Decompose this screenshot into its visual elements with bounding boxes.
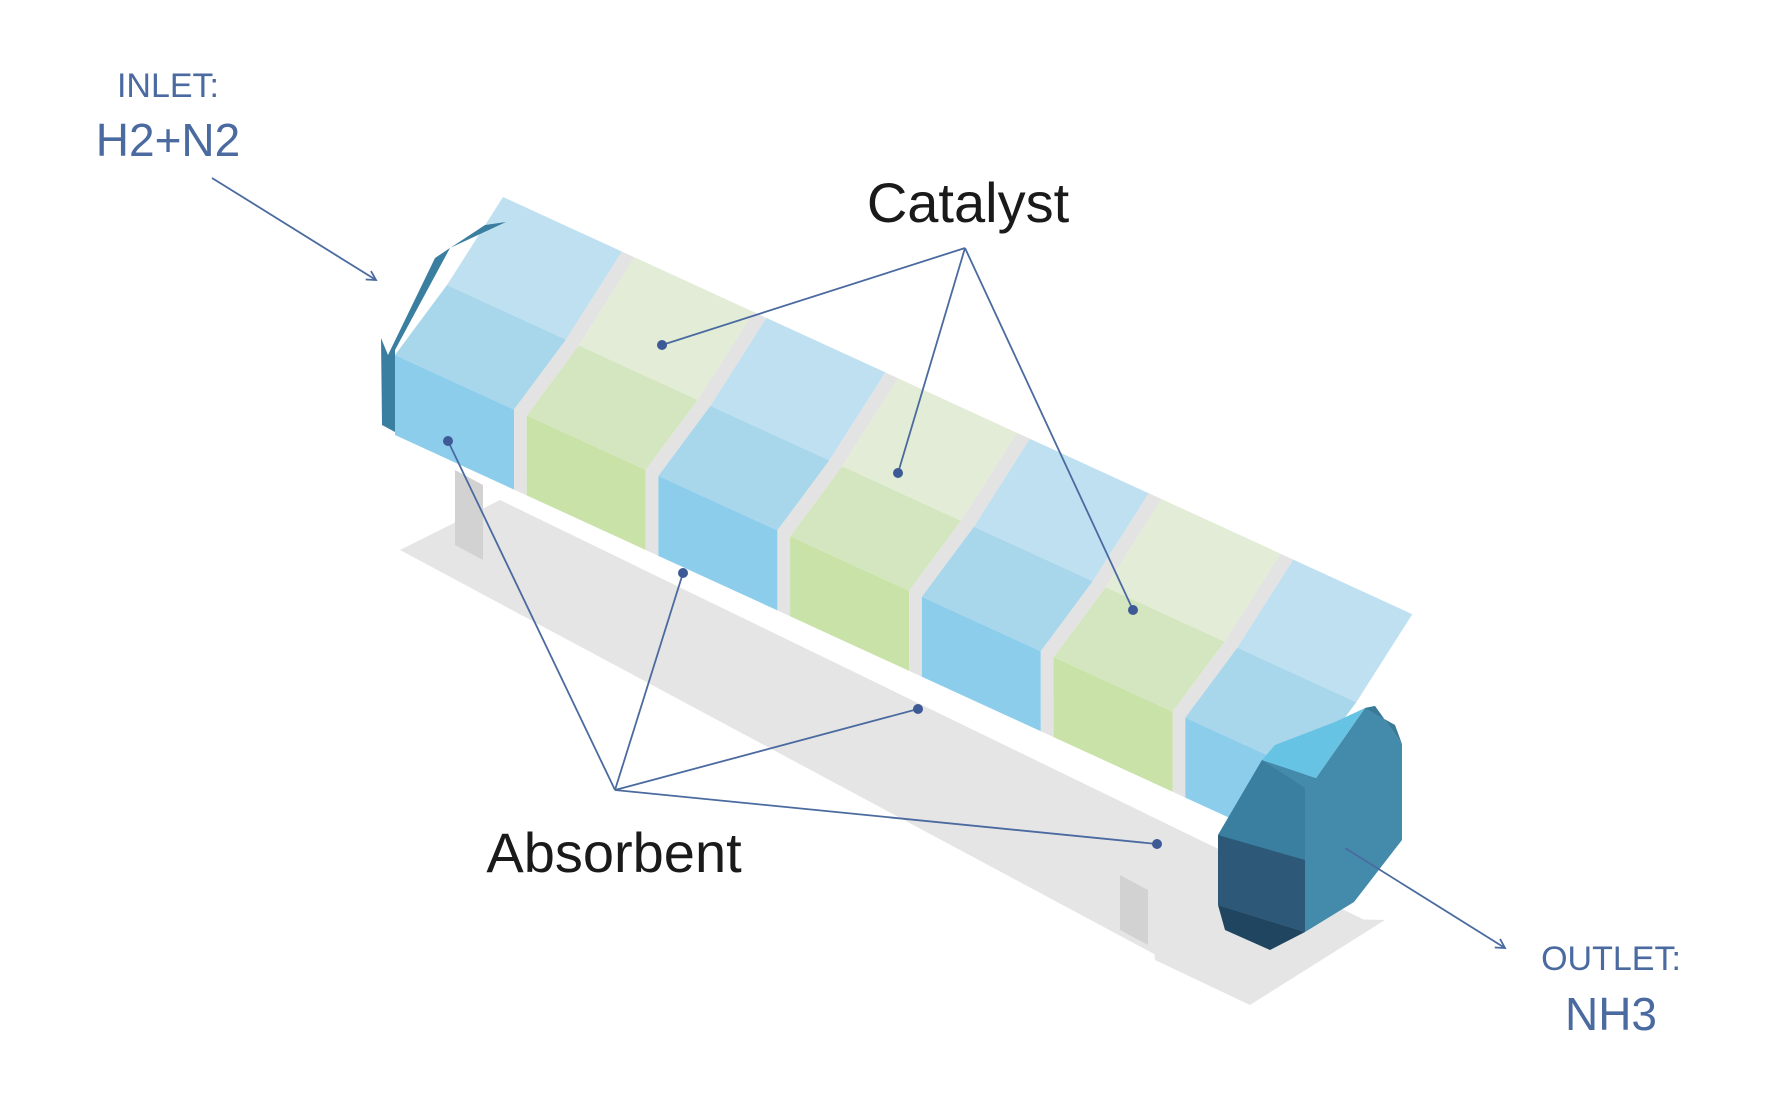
absorbent-segment-1-upper-face — [395, 285, 566, 410]
absorbent-segment-7-top-face — [1237, 559, 1413, 703]
catalyst-segment-4-side-face — [790, 536, 910, 671]
absorbent-callouts — [447, 440, 1158, 845]
catalyst-label: Catalyst — [867, 171, 1070, 234]
absorbent-segment-5-upper-face — [921, 526, 1093, 652]
inlet-flow-arrow — [211, 177, 378, 281]
separator-1 — [514, 251, 635, 496]
separator-6 — [1172, 553, 1294, 798]
absorbent-label: Absorbent — [486, 821, 742, 884]
catalyst-segment-6-upper-face — [1053, 587, 1225, 712]
catalyst-callouts — [661, 247, 1134, 611]
outlet-title: OUTLET: — [1541, 940, 1681, 978]
catalyst-segment-4-upper-face — [790, 466, 962, 591]
catalyst-segment-4-top-face — [842, 378, 1018, 521]
inlet-title: INLET: — [117, 67, 219, 105]
outlet-cap-top-facet — [1262, 708, 1365, 778]
catalyst-segment-2-side-face — [526, 415, 646, 550]
outlet-cap-bottom-facet — [1218, 905, 1305, 950]
catalyst-segment-2-upper-face — [526, 345, 698, 470]
inlet-end-cap — [381, 248, 450, 432]
separator-5 — [1040, 493, 1162, 738]
outlet-cap-upper-right-facet — [1365, 706, 1402, 744]
outlet-flow-arrow — [1344, 847, 1507, 949]
absorbent-segment-5-side-face — [921, 596, 1041, 732]
absorbent-segment-3-upper-face — [658, 405, 830, 531]
reactor-tube-body — [395, 197, 1413, 853]
absorbent-segment-3-top-face — [710, 317, 886, 461]
callout-dots — [443, 340, 1162, 849]
absorbent-segment-1-top-face — [447, 197, 622, 340]
catalyst-segment-6-top-face — [1105, 499, 1281, 642]
absorbent-segment-3-side-face — [658, 475, 778, 611]
outlet-cap-left-facet — [1218, 760, 1305, 860]
separator-2 — [645, 312, 767, 556]
outlet-value: NH3 — [1565, 988, 1657, 1040]
support-leg-left — [455, 470, 483, 560]
catalyst-segment-6-side-face — [1053, 657, 1173, 792]
outlet-cap-lower-left-facet — [1218, 835, 1305, 932]
support-leg-right — [1120, 875, 1148, 945]
separator-4 — [909, 432, 1030, 677]
separator-3 — [777, 372, 899, 617]
catalyst-segment-2-top-face — [578, 257, 754, 400]
absorbent-segment-5-top-face — [973, 438, 1149, 582]
inlet-value: H2+N2 — [96, 114, 240, 166]
reactor-ground-shadow — [400, 500, 1375, 1000]
outlet-ground-shadow — [1150, 915, 1385, 1005]
absorbent-segment-1-side-face — [395, 355, 514, 490]
